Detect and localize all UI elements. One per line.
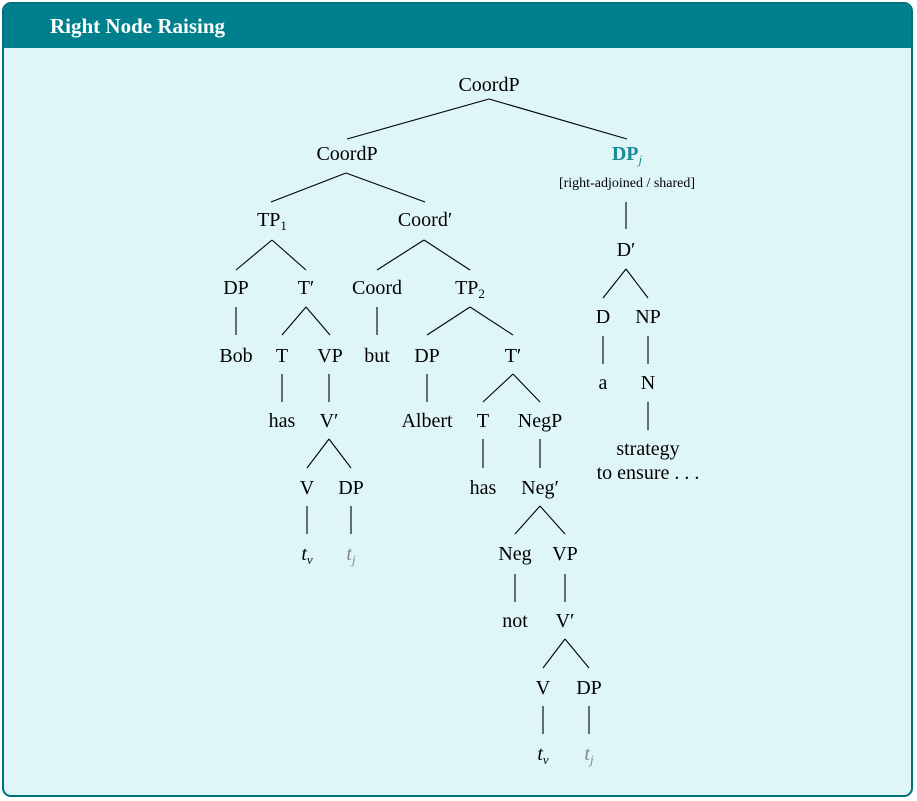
node-tp2-label: TP	[455, 277, 478, 299]
node-vp-1: VP	[317, 345, 343, 367]
edge	[512, 373, 541, 403]
word-strategy: strategy	[616, 438, 679, 460]
edge	[376, 239, 425, 271]
word-to-ensure: to ensure . . .	[597, 462, 700, 484]
edge	[564, 638, 590, 669]
edge	[281, 306, 307, 336]
node-t-1: T	[276, 345, 288, 367]
node-n: N	[641, 372, 655, 394]
edge	[305, 306, 331, 336]
node-dp-albert: DP	[414, 345, 440, 367]
node-dp-j-subscript: j	[637, 152, 643, 167]
trace-t-v-2-label: t	[537, 743, 543, 765]
node-t-bar-2: T′	[505, 345, 522, 367]
word-not: not	[502, 610, 528, 632]
node-v-1: V	[300, 477, 315, 499]
trace-t-v-1: tv	[301, 543, 313, 567]
node-dp-bob: DP	[223, 277, 249, 299]
node-tp1-subscript: 1	[280, 218, 287, 233]
word-bob: Bob	[219, 345, 252, 367]
node-tp2: TP2	[455, 277, 485, 301]
node-vp-2: VP	[552, 543, 578, 565]
word-albert: Albert	[401, 410, 453, 432]
node-coordp-root: CoordP	[458, 74, 519, 96]
node-v-2: V	[536, 677, 551, 699]
node-neg: Neg	[498, 543, 531, 565]
edge	[235, 239, 273, 271]
node-tp2-subscript: 2	[478, 286, 485, 301]
trace-t-j-2-label: t	[584, 743, 590, 765]
panel-title: Right Node Raising	[50, 14, 226, 38]
node-tp1: TP1	[257, 209, 287, 233]
edge	[306, 438, 330, 469]
edge	[271, 239, 307, 271]
node-d: D	[596, 306, 610, 328]
edge	[625, 268, 649, 299]
edge	[542, 638, 566, 669]
node-dp-j-label: DP	[612, 143, 639, 165]
panel-header: Right Node Raising	[4, 4, 911, 48]
node-np: NP	[635, 306, 661, 328]
trace-t-j-1-subscript: j	[350, 552, 356, 567]
edge	[602, 268, 627, 299]
edge	[328, 438, 352, 469]
tree-nodes: CoordP CoordP TP1 Coord′ DP T′ Coord TP2…	[219, 74, 699, 767]
word-has-1: has	[269, 410, 296, 432]
edge	[488, 98, 628, 140]
node-tp1-label: TP	[257, 209, 280, 231]
node-negp: NegP	[518, 410, 562, 432]
node-v-bar-1: V′	[320, 410, 339, 432]
dp-j-annotation: [right-adjoined / shared]	[559, 176, 695, 191]
word-a: a	[599, 372, 608, 394]
node-coord: Coord	[352, 277, 402, 299]
word-but: but	[364, 345, 390, 367]
node-v-bar-2: V′	[556, 610, 575, 632]
edge	[345, 172, 426, 203]
edge	[514, 505, 541, 535]
node-coordp: CoordP	[316, 143, 377, 165]
node-t-2: T	[477, 410, 489, 432]
node-dp-1: DP	[338, 477, 364, 499]
trace-t-v-1-subscript: v	[307, 552, 313, 567]
tree-edges	[235, 98, 649, 734]
trace-t-j-1-label: t	[346, 543, 352, 565]
trace-t-v-2-subscript: v	[543, 752, 549, 767]
edge	[346, 98, 490, 140]
node-dp-j: DPj	[612, 143, 643, 167]
edge	[469, 306, 514, 336]
trace-t-v-2: tv	[537, 743, 549, 767]
node-d-bar: D′	[617, 239, 636, 261]
edge	[482, 373, 514, 403]
node-dp-2: DP	[576, 677, 602, 699]
edge	[426, 306, 471, 336]
node-t-bar-1: T′	[298, 277, 315, 299]
edge	[539, 505, 566, 535]
edge	[270, 172, 347, 203]
trace-t-j-2-subscript: j	[588, 752, 594, 767]
word-has-2: has	[470, 477, 497, 499]
node-neg-bar: Neg′	[521, 477, 559, 499]
node-coord-bar: Coord′	[398, 209, 452, 231]
trace-t-j-2: tj	[584, 743, 594, 767]
trace-t-v-1-label: t	[301, 543, 307, 565]
trace-t-j-1: tj	[346, 543, 356, 567]
edge	[423, 239, 471, 271]
